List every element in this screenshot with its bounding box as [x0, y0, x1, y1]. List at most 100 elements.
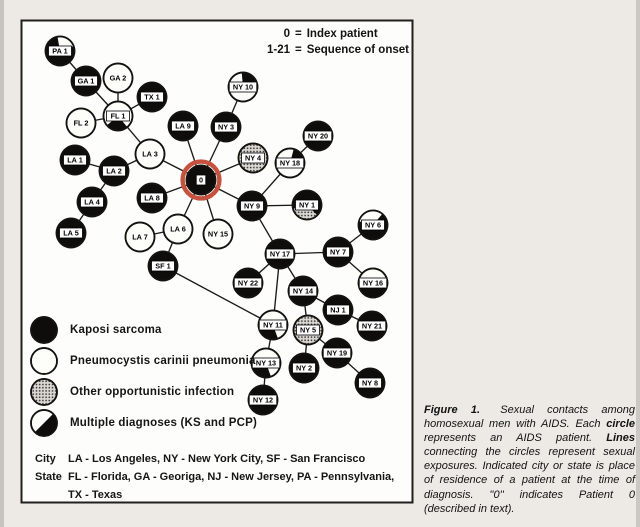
- patient-node-PA1: PA 1: [44, 35, 76, 67]
- svg-text:NY 10: NY 10: [233, 83, 253, 92]
- abbreviation-notes: City LA - Los Angeles, NY - New York Cit…: [35, 452, 394, 506]
- svg-text:NY 2: NY 2: [296, 364, 312, 373]
- svg-text:NY 15: NY 15: [208, 230, 228, 239]
- patient-node-NY4: NY 4: [237, 142, 269, 174]
- svg-text:NY 19: NY 19: [327, 349, 347, 358]
- caption-text: Sexual contacts among homosexual men wit…: [424, 404, 635, 431]
- patient-node-NY2: NY 2: [288, 352, 320, 384]
- svg-text:NY 1: NY 1: [299, 201, 315, 210]
- patient-node-NY6: NY 6: [357, 209, 389, 241]
- patient-node-NY7: NY 7: [322, 236, 354, 268]
- other-opportunistic-infection-icon: [30, 378, 58, 406]
- patient-node-LA8: LA 8: [136, 182, 168, 214]
- patient-node-NY11: NY 11: [257, 309, 289, 341]
- key-text: Index patient: [306, 28, 378, 40]
- svg-text:NY 21: NY 21: [362, 322, 382, 331]
- patient-node-LA2: LA 2: [98, 155, 130, 187]
- patient-node-LA1: LA 1: [59, 144, 91, 176]
- figure-caption: Figure 1. Sexual contacts among homosexu…: [424, 403, 635, 516]
- svg-text:NY 9: NY 9: [244, 202, 260, 211]
- patient-node-NY10: NY 10: [227, 71, 259, 103]
- svg-text:NY 5: NY 5: [300, 326, 316, 335]
- legend-item-pcp: Pneumocystis carinii pneumonia: [29, 346, 257, 376]
- svg-text:NY 11: NY 11: [263, 321, 283, 330]
- pneumocystis-pneumonia-icon: [30, 347, 58, 375]
- svg-text:NY 22: NY 22: [238, 279, 258, 288]
- svg-text:FL 2: FL 2: [74, 119, 89, 128]
- svg-text:LA 9: LA 9: [175, 122, 191, 131]
- legend-item-multiple-diagnoses: Multiple diagnoses (KS and PCP): [29, 408, 257, 438]
- patient-node-NY5: NY 5: [292, 314, 324, 346]
- patient-node-TX1: TX 1: [136, 81, 168, 113]
- state-label-spacer: [35, 488, 68, 503]
- patient-node-SF1: SF 1: [147, 250, 179, 282]
- key-line-index-patient: 0 = Index patient: [250, 26, 409, 42]
- patient-node-NJ1: NJ 1: [322, 294, 354, 326]
- equals-sign: =: [295, 44, 302, 56]
- caption-text: represents an AIDS patient.: [424, 432, 607, 445]
- index-patient-ring: [180, 159, 222, 201]
- svg-text:NY 16: NY 16: [363, 279, 383, 288]
- svg-text:NY 12: NY 12: [253, 396, 273, 405]
- svg-text:NY 14: NY 14: [293, 287, 314, 296]
- caption-figure-number: Figure 1.: [424, 404, 481, 416]
- state-label: State: [35, 471, 62, 483]
- svg-text:LA 8: LA 8: [144, 194, 160, 203]
- svg-text:LA 5: LA 5: [63, 229, 79, 238]
- svg-text:NJ 1: NJ 1: [330, 306, 345, 315]
- caption-text: connecting the circles represent sexual …: [424, 446, 635, 515]
- caption-bold-circle: circle: [606, 418, 635, 431]
- svg-text:SF 1: SF 1: [155, 262, 170, 271]
- patient-node-LA3: LA 3: [134, 138, 166, 170]
- patient-node-P0: 0: [180, 159, 222, 201]
- key-symbol: 1-21: [266, 44, 290, 56]
- svg-text:NY 8: NY 8: [362, 379, 378, 388]
- scan-edge-left: [0, 0, 4, 527]
- city-abbreviations: City LA - Los Angeles, NY - New York Cit…: [35, 452, 394, 467]
- svg-text:FL 1: FL 1: [111, 112, 126, 121]
- patient-node-GA1: GA 1: [70, 65, 102, 97]
- kaposi-sarcoma-icon: [30, 316, 58, 344]
- scan-edge-right: [636, 0, 640, 527]
- patient-node-FL2: FL 2: [65, 107, 97, 139]
- state-values-cont: TX - Texas: [68, 489, 123, 501]
- svg-text:LA 2: LA 2: [106, 167, 122, 176]
- patient-node-NY8: NY 8: [354, 367, 386, 399]
- legend-item-kaposi-sarcoma: Kaposi sarcoma: [29, 315, 257, 345]
- patient-node-LA5: LA 5: [55, 217, 87, 249]
- patient-node-LA7: LA 7: [124, 221, 156, 253]
- multiple-diagnoses-icon: [30, 409, 58, 437]
- svg-text:NY 4: NY 4: [245, 154, 262, 163]
- patient-node-NY21: NY 21: [356, 310, 388, 342]
- patient-node-NY14: NY 14: [287, 275, 319, 307]
- svg-text:NY 20: NY 20: [308, 132, 328, 141]
- key-line-sequence: 1-21 = Sequence of onset: [250, 42, 409, 58]
- patient-node-NY3: NY 3: [210, 111, 242, 143]
- legend: Kaposi sarcoma Pneumocystis carinii pneu…: [29, 315, 257, 438]
- equals-sign: =: [295, 28, 302, 40]
- legend-label: Multiple diagnoses (KS and PCP): [70, 417, 258, 429]
- caption-bold-lines: Lines: [606, 432, 635, 445]
- contact-edge-SF1-NY11: [162, 265, 274, 326]
- state-abbreviations-cont: TX - Texas: [35, 488, 394, 503]
- state-abbreviations: State FL - Florida, GA - Georiga, NJ - N…: [35, 470, 394, 485]
- state-values: FL - Florida, GA - Georiga, NJ - New Jer…: [68, 471, 395, 483]
- patient-node-NY20: NY 20: [302, 120, 334, 152]
- patient-node-NY1: NY 1: [291, 189, 323, 221]
- svg-text:NY 17: NY 17: [270, 250, 290, 259]
- svg-text:NY 18: NY 18: [280, 159, 300, 168]
- key-text: Sequence of onset: [306, 44, 409, 56]
- svg-text:LA 6: LA 6: [170, 225, 186, 234]
- patient-node-NY19: NY 19: [321, 337, 353, 369]
- patient-node-NY18: NY 18: [274, 147, 306, 179]
- diagram-key: 0 = Index patient 1-21 = Sequence of ons…: [250, 26, 409, 58]
- patient-node-NY13: NY 13: [250, 347, 282, 379]
- city-label: City: [35, 453, 56, 465]
- svg-text:NY 6: NY 6: [365, 221, 381, 230]
- svg-text:NY 13: NY 13: [256, 359, 276, 368]
- legend-label: Pneumocystis carinii pneumonia: [70, 355, 256, 367]
- patient-node-NY16: NY 16: [357, 267, 389, 299]
- patient-node-FL1: FL 1: [102, 100, 134, 132]
- svg-text:LA 7: LA 7: [132, 233, 148, 242]
